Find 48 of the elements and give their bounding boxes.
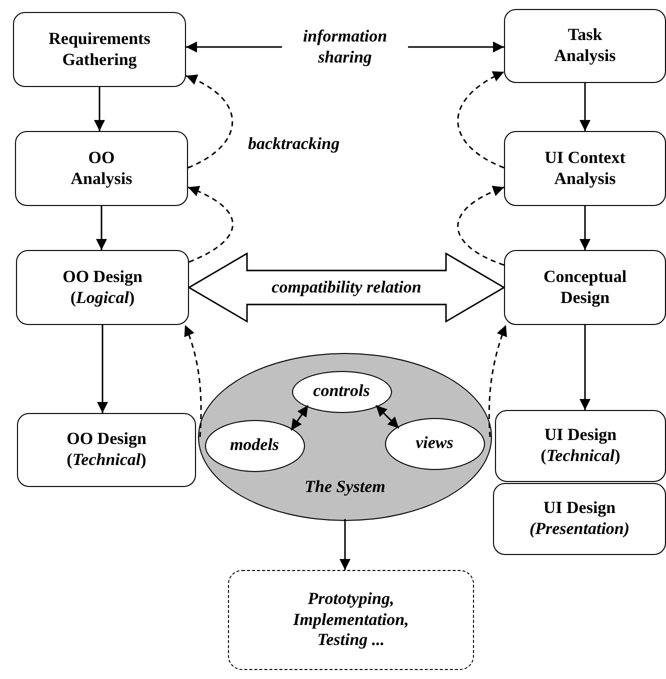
arrow <box>580 83 590 131</box>
double-arrow <box>375 404 400 429</box>
node-label: OO Design <box>62 266 142 288</box>
dashed-arrow <box>184 324 202 438</box>
arrow <box>580 325 590 410</box>
dashed-arrow <box>488 324 508 438</box>
process-box <box>15 131 188 206</box>
arrow <box>97 325 108 413</box>
double-arrow <box>290 405 309 431</box>
node-label: OO Design <box>66 429 146 450</box>
arrow <box>340 519 350 570</box>
node-label: UI Design <box>543 498 616 519</box>
process-box <box>504 9 666 83</box>
node-label: controls <box>313 381 370 402</box>
dashed-arrow <box>186 75 234 168</box>
node-label: OO Analysis <box>70 148 134 190</box>
node-label: The System <box>304 477 386 498</box>
dashed-arrow <box>188 186 234 263</box>
process-box <box>504 131 666 206</box>
process-box <box>493 483 666 555</box>
note-text: backtracking <box>248 134 340 155</box>
ellipse-node <box>384 418 484 470</box>
node-label: (Technical) <box>66 450 146 471</box>
double-block-arrow <box>188 252 506 323</box>
dashed-arrow <box>457 71 504 168</box>
node-label: UI Design <box>544 425 617 446</box>
ellipse-node <box>204 420 304 472</box>
node-label: Conceptual Design <box>542 266 628 308</box>
dashed-arrow <box>457 186 504 266</box>
node-label: Task Analysis <box>553 25 617 67</box>
process-box <box>17 413 196 487</box>
node-label: Prototyping, Implementation, Testing ... <box>292 588 410 652</box>
node-label: views <box>416 433 454 454</box>
process-box <box>504 250 666 325</box>
node-label: UI Context Analysis <box>544 148 626 190</box>
arrow <box>580 206 590 250</box>
process-box <box>16 250 189 325</box>
node-label: models <box>230 435 280 456</box>
arrow <box>96 206 107 250</box>
dashed-box <box>228 570 474 670</box>
process-box <box>13 12 186 87</box>
node-label: (Logical) <box>70 288 135 308</box>
edge-label: compatibility relation <box>270 277 422 298</box>
node-label: (Technical) <box>540 446 620 467</box>
node-label: (Presentation) <box>529 519 630 540</box>
process-box <box>495 410 666 482</box>
node-label: Requirements Gathering <box>48 28 152 70</box>
arrow <box>94 87 105 131</box>
